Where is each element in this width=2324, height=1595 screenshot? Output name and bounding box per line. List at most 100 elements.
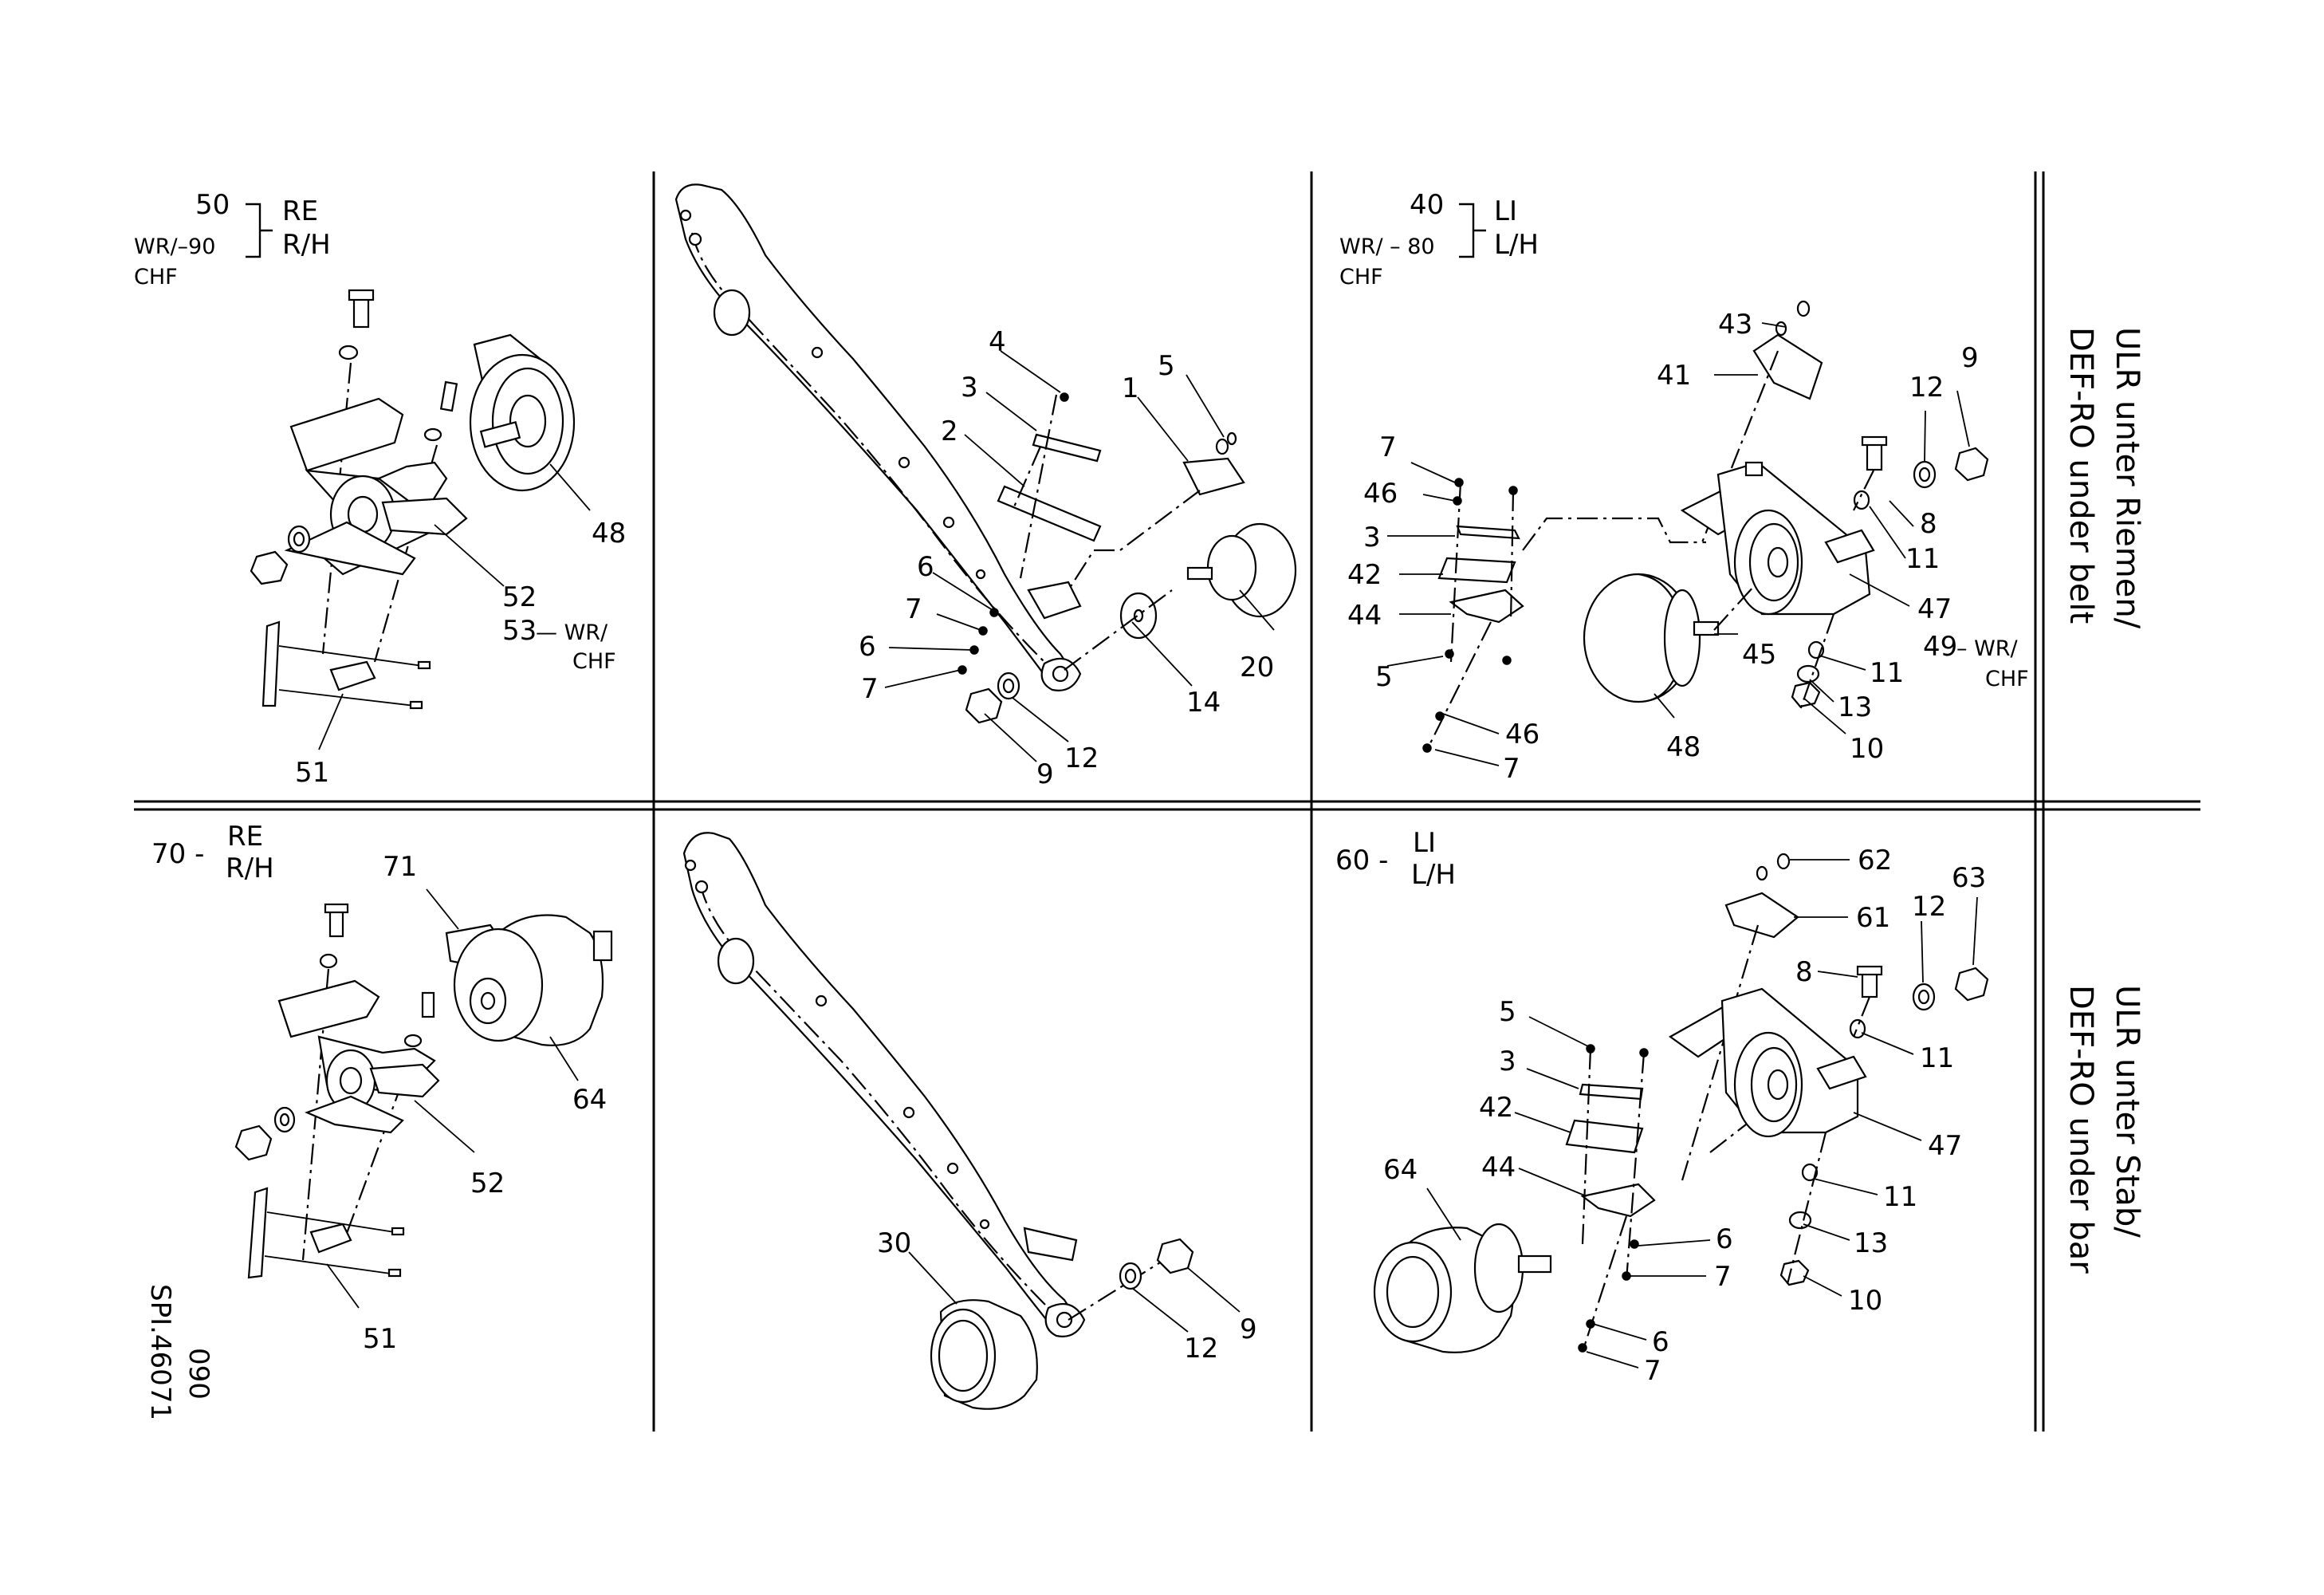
q6-label-7a: 7 xyxy=(1714,1261,1732,1293)
q6-label-64: 64 xyxy=(1383,1154,1418,1186)
q1-header-side-top: RE xyxy=(282,195,318,227)
q1-header-note: CHF xyxy=(134,265,178,289)
drawing-code-line1: SPI.46071 xyxy=(144,1284,176,1420)
q3-label-41: 41 xyxy=(1657,360,1691,392)
q2-label-6a: 6 xyxy=(917,551,934,583)
q3-label-12: 12 xyxy=(1909,372,1944,404)
q3-label-10: 10 xyxy=(1850,733,1884,765)
q3-label-8: 8 xyxy=(1920,508,1937,540)
q5-label-12: 12 xyxy=(1184,1333,1218,1365)
q3-header-side-top: LI xyxy=(1494,195,1517,227)
side-title-upper: ULR unter Riemen/ DEF-RO under belt xyxy=(2063,327,2145,629)
q6-label-62: 62 xyxy=(1858,845,1892,876)
q3-header-side-bottom: L/H xyxy=(1494,229,1539,261)
q6-label-61: 61 xyxy=(1856,902,1890,934)
assembly-q1: 50 WR/–90 CHF RE R/H xyxy=(134,189,626,789)
q3-label-7b: 7 xyxy=(1503,753,1520,785)
drawing-code-line2: 090 xyxy=(183,1348,214,1400)
q3-label-11a: 11 xyxy=(1905,543,1940,575)
q1-label-53-note: CHF xyxy=(572,649,616,674)
q3-label-46a: 46 xyxy=(1363,478,1398,510)
q4-label-52: 52 xyxy=(470,1168,505,1199)
q6-header-side-top: LI xyxy=(1413,827,1436,859)
q3-label-44: 44 xyxy=(1347,600,1382,632)
q4-header-side-bottom: R/H xyxy=(226,853,274,884)
q3-label-49: 49 xyxy=(1923,631,1957,663)
side-title-upper-line1: ULR unter Riemen/ xyxy=(2109,327,2145,629)
assembly-q6: 60 - LI L/H xyxy=(1335,827,1989,1387)
q2-label-4: 4 xyxy=(989,326,1006,358)
q3-label-5: 5 xyxy=(1375,661,1393,693)
q6-label-63: 63 xyxy=(1952,862,1986,894)
side-title-upper-line2: DEF-RO under belt xyxy=(2063,327,2099,624)
q5-label-30: 30 xyxy=(877,1227,911,1259)
q3-label-42: 42 xyxy=(1347,559,1382,591)
q4-label-71: 71 xyxy=(383,851,417,883)
q3-label-46b: 46 xyxy=(1505,719,1540,750)
q6-label-47: 47 xyxy=(1928,1130,1962,1162)
assembly-q2: 4 3 2 1 5 6 7 6 7 20 14 9 12 xyxy=(674,183,1297,790)
q6-label-6b: 6 xyxy=(1652,1326,1669,1358)
q3-label-7a: 7 xyxy=(1379,431,1397,463)
q6-label-5: 5 xyxy=(1499,996,1516,1028)
q2-label-20: 20 xyxy=(1240,652,1274,683)
q2-label-14: 14 xyxy=(1186,687,1221,719)
q3-label-11b: 11 xyxy=(1870,657,1904,689)
q4-label-64: 64 xyxy=(572,1084,607,1116)
q3-header-bottom: WR/ – 80 xyxy=(1339,234,1435,259)
q3-header-note: CHF xyxy=(1339,265,1383,289)
q2-label-7b: 7 xyxy=(861,673,879,705)
q6-label-11b: 11 xyxy=(1883,1181,1917,1213)
q3-label-47: 47 xyxy=(1917,593,1952,625)
q3-label-9: 9 xyxy=(1961,342,1979,374)
assembly-q4: 70 - RE R/H xyxy=(151,821,613,1355)
q1-label-53: 53 xyxy=(502,615,537,647)
q1-header-bottom: WR/–90 xyxy=(134,234,215,259)
drawing-code: SPI.46071 090 xyxy=(144,1284,214,1420)
side-title-lower-line2: DEF-RO under bar xyxy=(2063,985,2099,1274)
q6-label-13: 13 xyxy=(1854,1227,1888,1259)
q2-label-5: 5 xyxy=(1158,350,1175,382)
q2-label-9: 9 xyxy=(1036,758,1054,790)
side-title-lower-line1: ULR unter Stab/ xyxy=(2109,985,2145,1238)
q6-header-side-bottom: L/H xyxy=(1411,859,1456,891)
q1-label-52: 52 xyxy=(502,581,537,613)
q3-header-top: 40 xyxy=(1410,189,1444,221)
side-title-lower: ULR unter Stab/ DEF-RO under bar xyxy=(2063,985,2145,1274)
q4-label-51: 51 xyxy=(363,1323,397,1355)
q6-label-6a: 6 xyxy=(1716,1223,1733,1255)
q2-label-1: 1 xyxy=(1122,372,1139,404)
q6-label-10: 10 xyxy=(1848,1285,1882,1317)
q6-label-12: 12 xyxy=(1912,891,1946,923)
q1-label-48: 48 xyxy=(592,518,626,549)
q1-header-top: 50 xyxy=(195,189,230,221)
q2-label-12: 12 xyxy=(1064,742,1099,774)
q6-label-8: 8 xyxy=(1795,956,1813,988)
q6-header-prefix: 60 - xyxy=(1335,845,1388,876)
q2-label-7a: 7 xyxy=(905,593,922,625)
q1-label-51: 51 xyxy=(295,757,329,789)
q1-header-side-bottom: R/H xyxy=(282,229,331,261)
assembly-q3: 40 WR/ – 80 CHF LI L/H xyxy=(1339,189,2029,785)
q4-header-side-top: RE xyxy=(227,821,263,853)
q2-label-2: 2 xyxy=(941,415,958,447)
assembly-q5: 30 12 9 xyxy=(682,832,1257,1410)
q3-label-43: 43 xyxy=(1718,309,1752,341)
q6-label-3: 3 xyxy=(1499,1046,1516,1077)
q3-label-49-suffix: – WR/ xyxy=(1956,636,2019,661)
q3-label-13: 13 xyxy=(1838,691,1872,723)
q6-label-11a: 11 xyxy=(1920,1042,1954,1074)
q2-label-6b: 6 xyxy=(859,631,876,663)
q1-label-53-suffix: — WR/ xyxy=(536,620,608,645)
q6-label-7b: 7 xyxy=(1644,1355,1661,1387)
q6-label-42: 42 xyxy=(1479,1092,1513,1124)
q3-label-3: 3 xyxy=(1363,522,1381,553)
q4-header-prefix: 70 - xyxy=(151,838,204,870)
q3-label-45: 45 xyxy=(1742,639,1776,671)
q2-label-3: 3 xyxy=(961,372,978,404)
q5-label-9: 9 xyxy=(1240,1313,1257,1345)
q3-label-48: 48 xyxy=(1666,731,1701,763)
q3-label-49-note: CHF xyxy=(1985,667,2029,691)
q6-label-44: 44 xyxy=(1481,1152,1516,1183)
